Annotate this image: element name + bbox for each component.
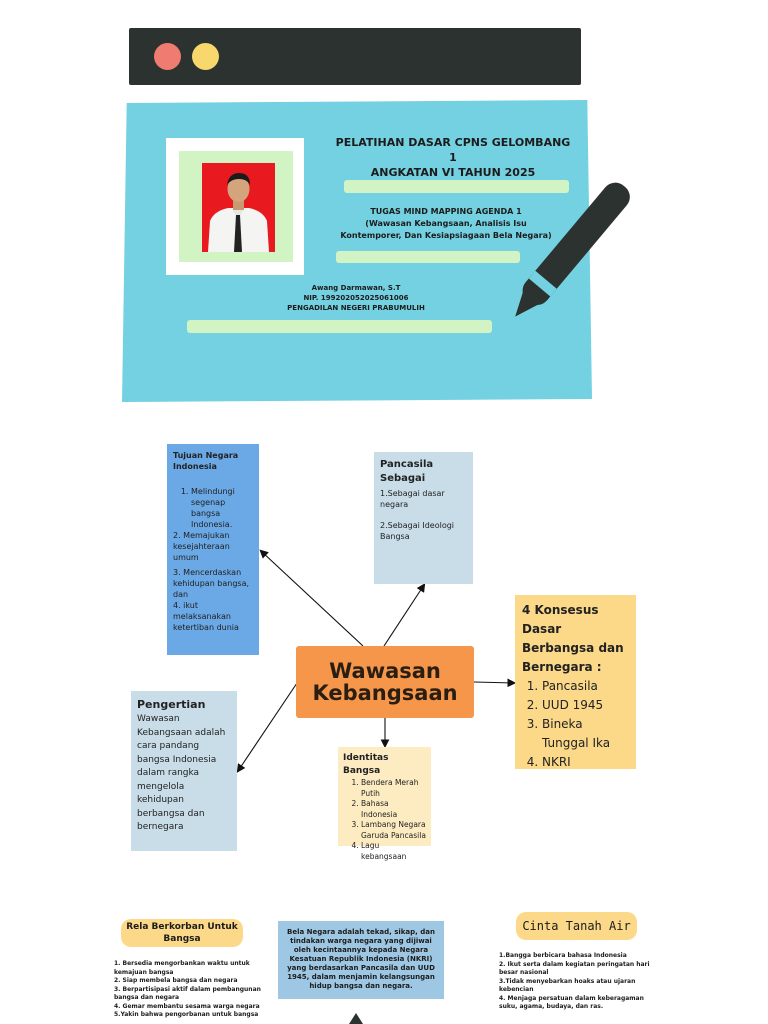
pengertian-box: Pengertian Wawasan Kebangsaan adalah car… xyxy=(131,691,237,851)
training-title-line1: PELATIHAN DASAR CPNS GELOMBANG 1 xyxy=(335,136,571,164)
pancasila-box: Pancasila Sebagai 1.Sebagai dasar negara… xyxy=(374,452,473,584)
konsensus-box: 4 Konsesus Dasar Berbangsa dan Bernegara… xyxy=(515,595,636,769)
central-node: Wawasan Kebangsaan xyxy=(296,646,474,718)
author-name: Awang Darmawan, S.T xyxy=(311,284,401,292)
rela-title: Rela Berkorban Untuk Bangsa xyxy=(126,922,238,944)
konsensus-item: Pancasila xyxy=(542,677,629,696)
pancasila-title: Pancasila Sebagai xyxy=(380,459,434,484)
assignment-line1: TUGAS MIND MAPPING AGENDA 1 xyxy=(370,207,522,216)
identitas-item: Bahasa Indonesia xyxy=(361,799,426,820)
cinta-item: 4. Menjaga persatuan dalam keberagaman s… xyxy=(499,994,644,1011)
highlight-bar xyxy=(336,251,520,263)
cinta-title: Cinta Tanah Air xyxy=(522,919,631,933)
rela-item: 5.Yakin bahwa pengorbanan untuk bangsa xyxy=(114,1011,259,1018)
pengertian-title: Pengertian xyxy=(137,698,206,711)
rela-item: 3. Berpartisipasi aktif dalam pembanguna… xyxy=(114,985,261,1002)
cinta-item: 2. Ikut serta dalam kegiatan peringatan … xyxy=(499,960,650,977)
training-title: PELATIHAN DASAR CPNS GELOMBANG 1 ANGKATA… xyxy=(330,135,576,180)
tujuan-title: Tujuan Negara Indonesia xyxy=(173,451,239,471)
author-block: Awang Darmawan, S.T NIP. 199202052025061… xyxy=(256,283,456,313)
bela-negara-box: Bela Negara adalah tekad, sikap, dan tin… xyxy=(278,921,444,999)
konsensus-item: NKRI xyxy=(542,753,629,772)
tujuan-item-2: 2. Memajukan kesejahteraan umum xyxy=(173,531,230,562)
konsensus-item: Bineka Tunggal Ika xyxy=(542,715,629,753)
konsensus-title: 4 Konsesus Dasar Berbangsa dan Bernegara… xyxy=(522,603,624,674)
rela-list: 1. Bersedia mengorbankan waktu untuk kem… xyxy=(114,960,264,1020)
tujuan-item-4: 4. ikut melaksanakan ketertiban dunia xyxy=(173,601,239,632)
author-office: PENGADILAN NEGERI PRABUMULIH xyxy=(287,304,425,312)
bela-negara-text: Bela Negara adalah tekad, sikap, dan tin… xyxy=(287,928,435,990)
author-nip: NIP. 199202052025061006 xyxy=(303,294,409,302)
pancasila-item-2: 2.Sebagai Ideologi Bangsa xyxy=(380,521,455,541)
cinta-item: 3.Tidak menyebarkan hoaks atau ujaran ke… xyxy=(499,977,636,994)
identitas-box: Identitas Bangsa Bendera Merah Putih Bah… xyxy=(338,747,431,861)
window-titlebar xyxy=(129,28,581,85)
yellow-dot-icon xyxy=(192,43,219,70)
cinta-tanah-air-pill: Cinta Tanah Air xyxy=(516,912,637,940)
pen-icon xyxy=(515,182,630,317)
highlight-bar xyxy=(344,180,569,193)
highlight-bar xyxy=(187,320,492,333)
tujuan-item-3: 3. Mencerdaskan kehidupan bangsa, dan xyxy=(173,568,250,599)
konsensus-item: UUD 1945 xyxy=(542,696,629,715)
assignment-line3: Kontemporer, Dan Kesiapsiagaan Bela Nega… xyxy=(340,231,552,240)
identitas-item: Lagu kebangsaan xyxy=(361,841,426,862)
rela-item: 1. Bersedia mengorbankan waktu untuk kem… xyxy=(114,960,250,976)
rela-berkorban-pill: Rela Berkorban Untuk Bangsa xyxy=(121,919,243,947)
rela-item: 2. Siap membela bangsa dan negara xyxy=(114,977,238,984)
profile-photo xyxy=(202,163,275,252)
cinta-item: 1.Bangga berbicara bahasa Indonesia xyxy=(499,952,627,959)
identitas-item: Bendera Merah Putih xyxy=(361,778,426,799)
pancasila-item-1: 1.Sebagai dasar negara xyxy=(380,489,445,509)
assignment-subtitle: TUGAS MIND MAPPING AGENDA 1 (Wawasan Keb… xyxy=(328,206,564,242)
red-dot-icon xyxy=(154,43,181,70)
cinta-list: 1.Bangga berbicara bahasa Indonesia 2. I… xyxy=(499,952,661,1012)
identitas-item: Lambang Negara Garuda Pancasila xyxy=(361,820,426,841)
pengertian-body: Wawasan Kebangsaan adalah cara pandang b… xyxy=(137,714,226,832)
assignment-line2: (Wawasan Kebangsaan, Analisis Isu xyxy=(365,219,527,228)
rela-item: 4. Gemar membantu sesama warga negara xyxy=(114,1002,260,1010)
identitas-title: Identitas Bangsa xyxy=(343,753,389,776)
central-title-line2: Kebangsaan xyxy=(312,681,458,705)
triangle-icon xyxy=(349,1013,363,1024)
tujuan-negara-box: Tujuan Negara Indonesia Melindungi segen… xyxy=(167,444,259,655)
central-title-line1: Wawasan xyxy=(329,659,441,683)
training-title-line2: ANGKATAN VI TAHUN 2025 xyxy=(370,166,536,179)
tujuan-item-1: Melindungi segenap bangsa Indonesia. xyxy=(191,486,253,530)
